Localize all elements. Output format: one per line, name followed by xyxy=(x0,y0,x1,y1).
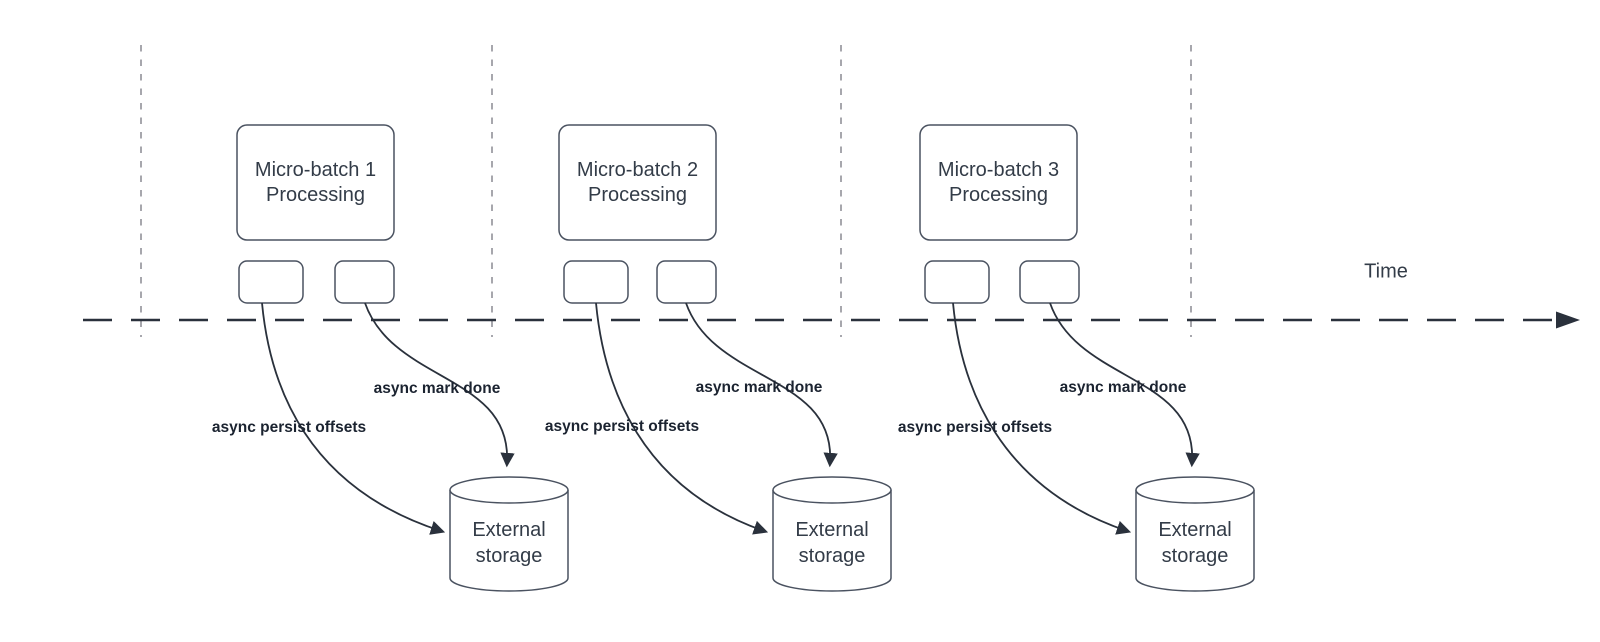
batch-3-persist-offsets-arrow xyxy=(952,302,1132,535)
time-axis xyxy=(83,311,1580,329)
batch-2-mark-done-arrow xyxy=(685,302,838,468)
cylinder-top xyxy=(772,476,892,504)
cylinder-body xyxy=(1135,490,1255,592)
cylinder-body xyxy=(449,490,569,592)
batch-1-group xyxy=(236,124,569,592)
batch-2-offset-task-box xyxy=(563,260,629,304)
micro-batch-1-box xyxy=(236,124,395,241)
batch-2-done-task-box xyxy=(656,260,717,304)
micro-batch-3-box xyxy=(919,124,1078,241)
batch-1-done-task-box xyxy=(334,260,395,304)
cylinder-top xyxy=(1135,476,1255,504)
cylinder-body xyxy=(772,490,892,592)
batch-3-group xyxy=(919,124,1255,592)
batch-1-offset-task-box xyxy=(238,260,304,304)
batch-1-persist-offsets-arrow xyxy=(261,302,446,535)
batch-2-storage-cylinder xyxy=(772,476,892,592)
batch-1-storage-cylinder xyxy=(449,476,569,592)
batch-1-mark-done-arrow xyxy=(364,302,515,468)
time-axis-arrowhead-icon xyxy=(1556,311,1580,329)
batch-2-persist-offsets-arrow xyxy=(595,302,769,535)
cylinder-top xyxy=(449,476,569,504)
time-gridlines xyxy=(140,45,1192,337)
batch-3-storage-cylinder xyxy=(1135,476,1255,592)
batch-3-done-task-box xyxy=(1019,260,1080,304)
micro-batch-2-box xyxy=(558,124,717,241)
batch-3-mark-done-arrow xyxy=(1049,302,1200,468)
batch-2-group xyxy=(558,124,892,592)
batch-3-offset-task-box xyxy=(924,260,990,304)
